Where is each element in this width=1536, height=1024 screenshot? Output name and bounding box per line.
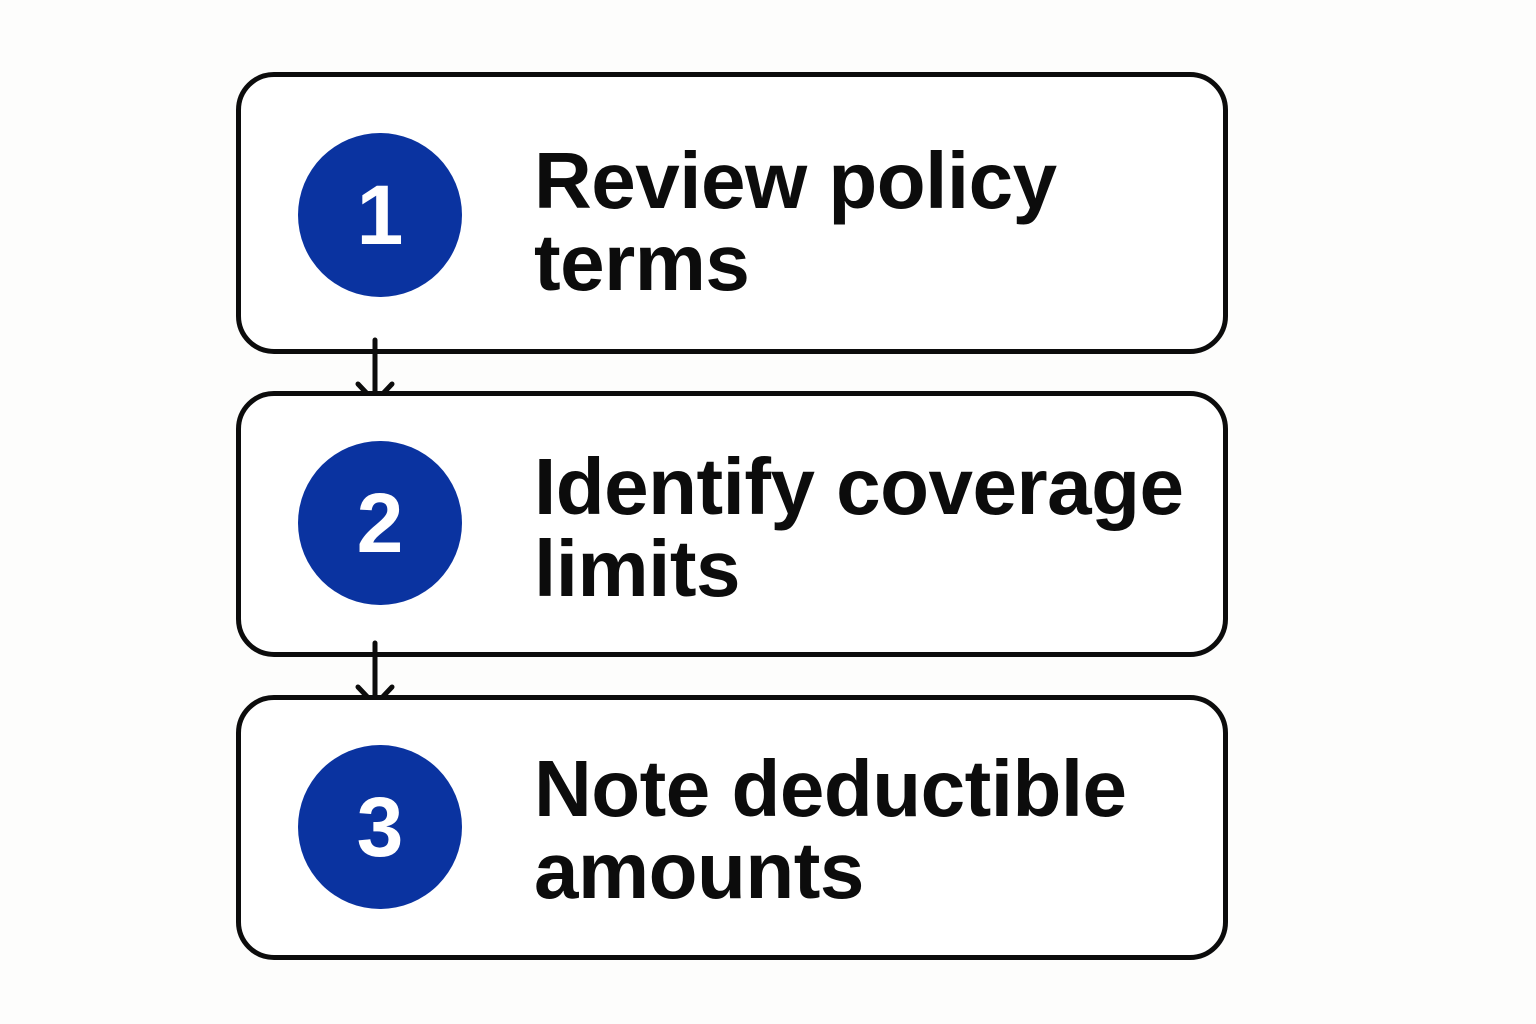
step-number-badge-3: 3 — [298, 745, 462, 909]
step-label-1: Review policy terms — [534, 140, 1214, 304]
step-label-3-line-2: amounts — [534, 826, 864, 915]
step-label-2-line-2: limits — [534, 524, 740, 613]
step-label-3: Note deductible amounts — [534, 748, 1214, 912]
step-card-3: 3 Note deductible amounts — [236, 695, 1228, 960]
step-number-badge-1: 1 — [298, 133, 462, 297]
step-card-2: 2 Identify coverage limits — [236, 391, 1228, 657]
step-label-2: Identify coverage limits — [534, 446, 1214, 610]
step-card-1: 1 Review policy terms — [236, 72, 1228, 354]
step-label-1-line-1: Review policy — [534, 136, 1057, 225]
step-number-badge-2: 2 — [298, 441, 462, 605]
step-label-1-line-2: terms — [534, 218, 750, 307]
step-label-2-line-1: Identify coverage — [534, 442, 1184, 531]
step-label-3-line-1: Note deductible — [534, 744, 1127, 833]
